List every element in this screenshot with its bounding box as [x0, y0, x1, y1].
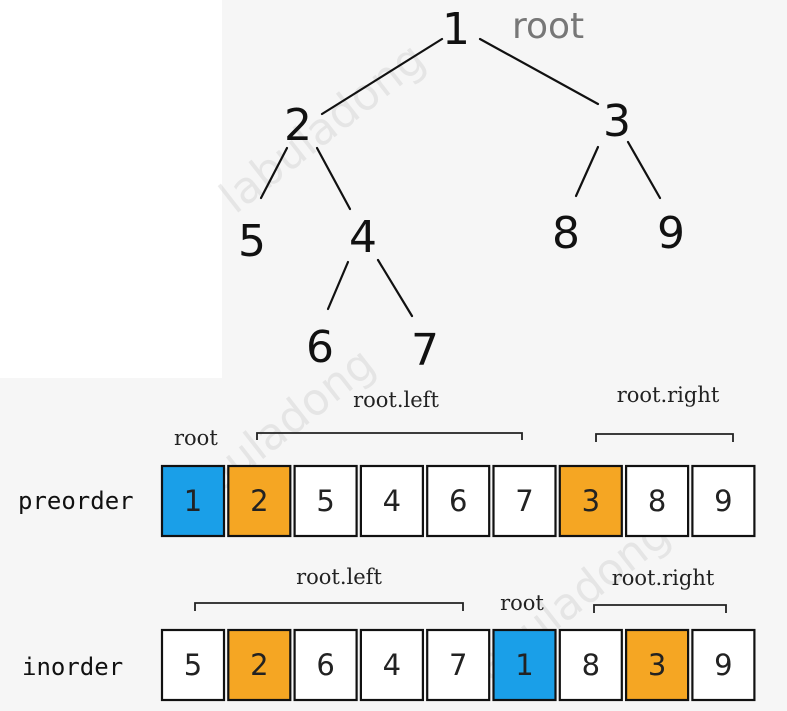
inorder-cell-value-1: 2: [250, 648, 268, 682]
preorder-cell-3: [359, 464, 424, 538]
preorder-cell-value-8: 9: [714, 484, 732, 518]
tree-node-5: 5: [238, 216, 266, 267]
preorder-cell-7: [624, 464, 690, 538]
tree-edges: [259, 37, 662, 318]
inorder-cell-2: [293, 628, 358, 702]
tree-node-9: 9: [657, 208, 685, 259]
inorder-cell-0: [160, 628, 226, 702]
inorder-cell-value-0: 5: [184, 648, 202, 682]
preorder-cell-value-1: 2: [250, 484, 268, 518]
watermark-tree: labuladong: [210, 33, 434, 224]
inorder-cell-value-8: 9: [714, 648, 732, 682]
preorder-cell-0: [160, 464, 226, 538]
preorder-left-label: root.left: [353, 388, 439, 412]
inorder-array: 5 2 6 4 7 1 8 3 9: [160, 628, 756, 702]
inorder-cell-value-3: 4: [383, 648, 401, 682]
inorder-root-label: root: [500, 591, 544, 615]
inorder-cell-1: [227, 628, 292, 702]
inorder-right-bracket: [593, 604, 727, 613]
inorder-cell-3: [359, 628, 424, 702]
inorder-cell-4: [426, 628, 491, 702]
inorder-left-bracket: [194, 602, 464, 611]
inorder-cell-value-4: 7: [449, 648, 467, 682]
edge-2-4: [315, 146, 352, 211]
inorder-cell-value-2: 6: [316, 648, 334, 682]
tree-panel: [222, 0, 787, 378]
preorder-right-bracket: [595, 433, 734, 442]
preorder-cell-6: [558, 464, 623, 538]
preorder-cell-5: [492, 464, 557, 538]
tree-node-7: 7: [411, 325, 439, 376]
edge-1-3: [478, 37, 600, 106]
edge-4-7: [376, 258, 414, 318]
inorder-cell-value-7: 3: [648, 648, 666, 682]
edge-2-5: [259, 146, 289, 200]
preorder-cell-value-7: 8: [648, 484, 666, 518]
preorder-cell-value-4: 6: [449, 484, 467, 518]
inorder-left-label: root.left: [296, 565, 382, 589]
edge-4-6: [326, 260, 350, 311]
preorder-cell-8: [691, 464, 756, 538]
preorder-row-label: preorder: [18, 487, 134, 515]
preorder-left-bracket: [256, 432, 523, 440]
inorder-cell-6: [558, 628, 623, 702]
preorder-cell-value-6: 3: [582, 484, 600, 518]
tree-node-4: 4: [349, 212, 377, 263]
preorder-cell-2: [293, 464, 358, 538]
preorder-cell-1: [227, 464, 292, 538]
inorder-cell-5: [492, 628, 557, 702]
inorder-row-label: inorder: [22, 653, 123, 681]
tree-node-8: 8: [552, 208, 580, 259]
inorder-cell-8: [691, 628, 756, 702]
tree-nodes: 1 2 3 5 4 8 9 6 7 root: [238, 4, 685, 376]
preorder-cell-4: [426, 464, 491, 538]
edge-1-2: [320, 37, 444, 116]
preorder-cell-value-3: 4: [383, 484, 401, 518]
tree-root-tag: root: [512, 6, 584, 47]
inorder-right-label: root.right: [612, 566, 715, 590]
preorder-cell-value-0: 1: [184, 484, 202, 518]
tree-node-2: 2: [284, 100, 312, 151]
inorder-cell-value-5: 1: [515, 648, 533, 682]
preorder-right-label: root.right: [617, 383, 720, 407]
inorder-cell-value-6: 8: [582, 648, 600, 682]
preorder-root-label: root: [174, 426, 218, 450]
inorder-annotations: root.left root root.right inorder: [22, 565, 727, 681]
preorder-cell-value-5: 7: [515, 484, 533, 518]
preorder-annotations: root root.left root.right preorder: [18, 383, 734, 515]
tree-node-6: 6: [306, 322, 334, 373]
tree-node-1: 1: [442, 4, 470, 55]
inorder-cell-7: [624, 628, 690, 702]
preorder-array: 1 2 5 4 6 7 3 8 9: [160, 464, 756, 538]
edge-3-9: [626, 140, 662, 200]
preorder-cell-value-2: 5: [316, 484, 334, 518]
edge-3-8: [574, 145, 600, 198]
tree-node-3: 3: [603, 96, 631, 147]
